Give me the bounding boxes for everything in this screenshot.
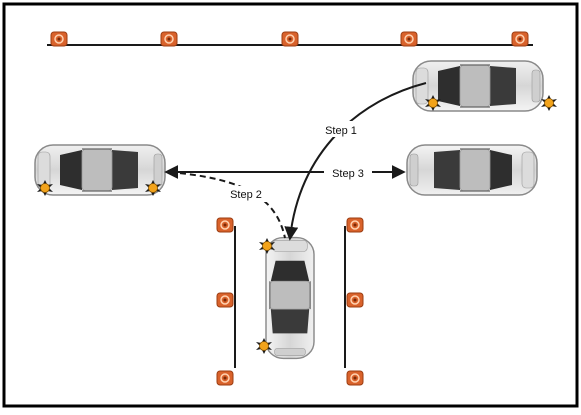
step1-label: Step 1 bbox=[325, 125, 357, 137]
top-curb bbox=[47, 31, 533, 47]
step3-label: Step 3 bbox=[332, 168, 364, 180]
traffic-cone-icon bbox=[346, 292, 364, 308]
car-topview-icon bbox=[34, 144, 166, 196]
traffic-cone-icon bbox=[346, 217, 364, 233]
car-right bbox=[406, 144, 538, 196]
traffic-cone-icon bbox=[160, 31, 178, 47]
traffic-cone-icon bbox=[216, 370, 234, 386]
step1-label-bg bbox=[316, 121, 366, 137]
traffic-cone-icon bbox=[346, 370, 364, 386]
car-parked bbox=[265, 236, 315, 360]
traffic-cone-icon bbox=[50, 31, 68, 47]
traffic-cone-icon bbox=[511, 31, 529, 47]
car-left bbox=[34, 144, 166, 196]
step3-label-bg bbox=[324, 165, 372, 181]
parking-bay bbox=[216, 217, 364, 386]
step2-label-bg bbox=[222, 186, 270, 202]
step2-label: Step 2 bbox=[230, 189, 262, 201]
traffic-cone-icon bbox=[281, 31, 299, 47]
traffic-cone-icon bbox=[400, 31, 418, 47]
car-topview-icon bbox=[406, 144, 538, 196]
traffic-cone-icon bbox=[216, 217, 234, 233]
step2-path-arrow bbox=[169, 171, 286, 239]
traffic-cone-icon bbox=[216, 292, 234, 308]
car-topview-icon bbox=[265, 236, 315, 360]
